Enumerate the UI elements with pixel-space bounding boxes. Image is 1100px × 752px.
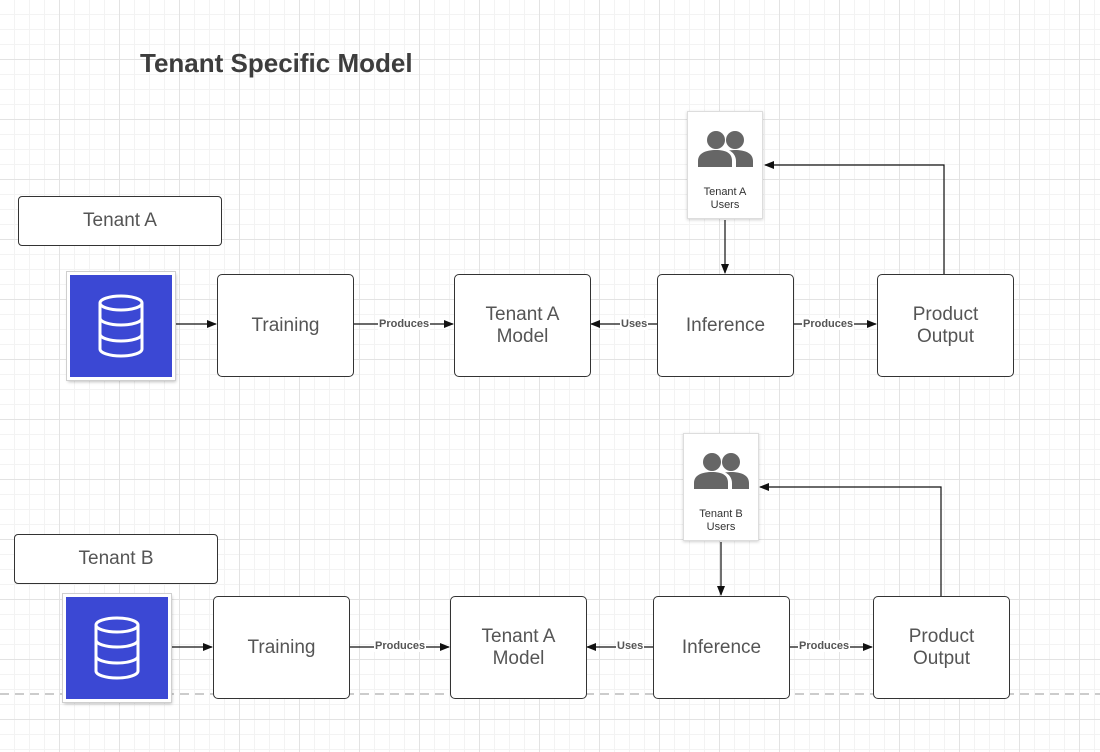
page-title: Tenant Specific Model <box>140 48 413 78</box>
tenant-b-users-label: Tenant B Users <box>699 508 743 533</box>
tenant-a-training-text: Training <box>251 314 320 336</box>
edge-b-output-to-users <box>759 483 942 596</box>
tenant-b-label[interactable]: Tenant B <box>14 534 218 584</box>
tenant-b-database[interactable] <box>63 594 171 702</box>
tenant-a-model-box[interactable]: Tenant A Model <box>454 274 591 377</box>
tenant-a-label-text: Tenant A <box>83 210 157 231</box>
tenant-b-label-text: Tenant B <box>78 548 154 569</box>
tenant-a-label[interactable]: Tenant A <box>18 196 222 246</box>
tenant-a-database[interactable] <box>67 272 175 380</box>
tenant-b-model-box[interactable]: Tenant A Model <box>450 596 587 699</box>
tenant-b-training-box[interactable]: Training <box>213 596 350 699</box>
edge-a-output-to-users <box>764 161 945 274</box>
tenant-b-inference-box[interactable]: Inference <box>653 596 790 699</box>
tenant-b-uses-label: Uses <box>616 640 645 652</box>
tenant-a-produces-label-1: Produces <box>378 318 431 330</box>
tenant-b-output-box[interactable]: Product Output <box>873 596 1010 699</box>
database-icon <box>94 616 140 680</box>
tenant-a-users-card[interactable]: Tenant A Users <box>687 111 763 219</box>
tenant-b-users-card[interactable]: Tenant B Users <box>683 433 759 541</box>
tenant-a-inference-box[interactable]: Inference <box>657 274 794 377</box>
tenant-a-users-label: Tenant A Users <box>703 186 747 211</box>
tenant-a-output-box[interactable]: Product Output <box>877 274 1014 377</box>
tenant-b-inference-text: Inference <box>681 636 762 658</box>
tenant-a-model-text: Tenant A Model <box>485 303 560 347</box>
users-icon <box>694 453 749 489</box>
users-icon <box>698 131 753 167</box>
tenant-a-output-text: Product Output <box>912 303 979 347</box>
database-icon <box>98 294 144 358</box>
tenant-b-produces-label-1: Produces <box>374 640 427 652</box>
tenant-b-training-text: Training <box>247 636 316 658</box>
tenant-b-produces-label-2: Produces <box>798 640 851 652</box>
tenant-a-training-box[interactable]: Training <box>217 274 354 377</box>
tenant-b-model-text: Tenant A Model <box>481 625 556 669</box>
tenant-b-output-text: Product Output <box>908 625 975 669</box>
tenant-a-uses-label: Uses <box>620 318 649 330</box>
tenant-a-produces-label-2: Produces <box>802 318 855 330</box>
tenant-a-inference-text: Inference <box>685 314 766 336</box>
